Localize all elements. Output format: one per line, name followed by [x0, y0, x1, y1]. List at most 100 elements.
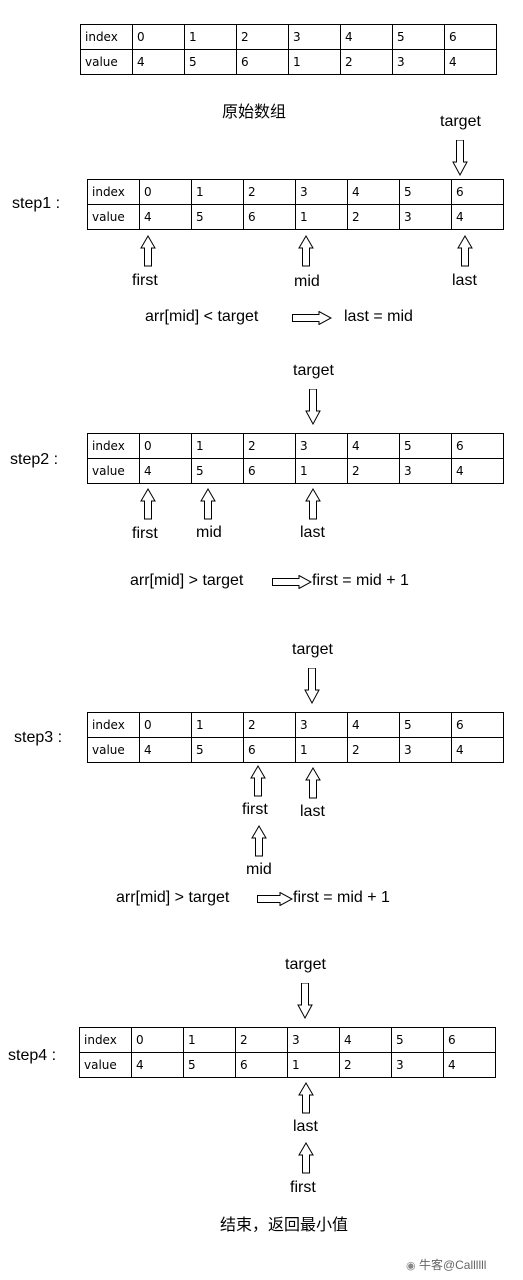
watermark-text: 牛客@Callllll: [418, 1258, 487, 1272]
value-cell: 4: [451, 737, 504, 763]
value-cell: 5: [184, 49, 237, 75]
index-row-label: index: [87, 433, 140, 459]
value-cell: 3: [391, 1052, 444, 1078]
index-cell: 4: [347, 179, 400, 205]
value-cell: 2: [339, 1052, 392, 1078]
step2-last-arrow-up-icon: [305, 488, 321, 520]
step3-target-arrow-down-icon: [304, 668, 320, 704]
value-cell: 5: [191, 204, 244, 230]
step4-target-arrow-down-icon: [297, 983, 313, 1019]
index-row: index 0 1 2 3 4 5 6: [87, 179, 504, 205]
index-cell: 6: [451, 433, 504, 459]
watermark: ◉ 牛客@Callllll: [406, 1256, 486, 1273]
step1-last-label: last: [452, 272, 477, 289]
value-row: value 4 5 6 1 2 3 4: [79, 1052, 496, 1078]
value-cell: 2: [347, 204, 400, 230]
index-cell: 4: [339, 1027, 392, 1053]
index-cell: 6: [451, 179, 504, 205]
index-cell: 4: [340, 24, 393, 50]
value-cell: 3: [399, 204, 452, 230]
step1-mid-label: mid: [294, 273, 320, 290]
index-cell: 5: [399, 433, 452, 459]
index-cell: 4: [347, 712, 400, 738]
step2-target-label: target: [293, 362, 334, 379]
index-cell: 1: [191, 712, 244, 738]
index-cell: 3: [295, 179, 348, 205]
index-row: index 0 1 2 3 4 5 6: [80, 24, 497, 50]
value-cell: 6: [243, 204, 296, 230]
value-row-label: value: [87, 737, 140, 763]
value-cell: 1: [295, 737, 348, 763]
index-cell: 6: [443, 1027, 496, 1053]
step1-action: last = mid: [344, 308, 413, 325]
step2-first-arrow-up-icon: [140, 488, 156, 520]
value-cell: 4: [139, 204, 192, 230]
value-row-label: value: [80, 49, 133, 75]
step2-first-label: first: [132, 525, 158, 542]
original-array-table: index 0 1 2 3 4 5 6 value 4 5 6 1 2 3 4: [80, 24, 497, 75]
step2-last-label: last: [300, 524, 325, 541]
value-cell: 4: [451, 204, 504, 230]
value-cell: 2: [347, 458, 400, 484]
step1-array-table: index 0 1 2 3 4 5 6 value 4 5 6 1 2 3 4: [87, 179, 504, 230]
value-cell: 4: [444, 49, 497, 75]
step1-last-arrow-up-icon: [457, 235, 473, 267]
value-cell: 5: [191, 737, 244, 763]
index-row: index 0 1 2 3 4 5 6: [87, 712, 504, 738]
step1-condition: arr[mid] < target: [145, 308, 259, 325]
step4-first-arrow-up-icon: [298, 1142, 314, 1174]
index-cell: 3: [287, 1027, 340, 1053]
index-cell: 0: [139, 712, 192, 738]
value-row: value 4 5 6 1 2 3 4: [87, 458, 504, 484]
step2-array-table: index 0 1 2 3 4 5 6 value 4 5 6 1 2 3 4: [87, 433, 504, 484]
index-cell: 0: [139, 179, 192, 205]
step1-label: step1 :: [12, 195, 61, 212]
value-row-label: value: [87, 458, 140, 484]
step3-first-arrow-up-icon: [250, 765, 266, 797]
step3-mid-arrow-up-icon: [251, 825, 267, 857]
step4-label: step4 :: [8, 1047, 57, 1064]
index-cell: 1: [183, 1027, 236, 1053]
value-row-label: value: [79, 1052, 132, 1078]
index-row-label: index: [87, 179, 140, 205]
index-cell: 3: [288, 24, 341, 50]
index-cell: 2: [243, 712, 296, 738]
index-row: index 0 1 2 3 4 5 6: [87, 433, 504, 459]
index-cell: 5: [399, 179, 452, 205]
index-row-label: index: [80, 24, 133, 50]
step2-mid-arrow-up-icon: [200, 488, 216, 520]
value-cell: 3: [399, 737, 452, 763]
step2-mid-label: mid: [196, 524, 222, 541]
index-cell: 2: [243, 433, 296, 459]
index-cell: 2: [236, 24, 289, 50]
step3-action: first = mid + 1: [293, 889, 390, 906]
step2-action: first = mid + 1: [312, 572, 409, 589]
value-cell: 1: [288, 49, 341, 75]
value-cell: 1: [295, 458, 348, 484]
value-cell: 5: [191, 458, 244, 484]
step3-target-label: target: [292, 641, 333, 658]
value-cell: 6: [236, 49, 289, 75]
index-row: index 0 1 2 3 4 5 6: [79, 1027, 496, 1053]
step1-first-arrow-up-icon: [140, 235, 156, 267]
step4-target-label: target: [285, 956, 326, 973]
index-cell: 5: [392, 24, 445, 50]
value-row: value 4 5 6 1 2 3 4: [87, 737, 504, 763]
value-cell: 1: [295, 204, 348, 230]
step1-implies-arrow-icon: [292, 311, 332, 325]
value-cell: 4: [443, 1052, 496, 1078]
index-row-label: index: [87, 712, 140, 738]
step1-mid-arrow-up-icon: [298, 235, 314, 267]
step3-last-label: last: [300, 803, 325, 820]
index-cell: 1: [191, 433, 244, 459]
index-cell: 1: [184, 24, 237, 50]
index-cell: 5: [399, 712, 452, 738]
index-cell: 0: [132, 24, 185, 50]
step1-target-label: target: [440, 113, 481, 130]
value-cell: 5: [183, 1052, 236, 1078]
value-cell: 1: [287, 1052, 340, 1078]
value-row: value 4 5 6 1 2 3 4: [80, 49, 497, 75]
watermark-logo-icon: ◉: [406, 1260, 416, 1272]
original-array-caption: 原始数组: [222, 104, 287, 121]
step3-implies-arrow-icon: [257, 892, 293, 906]
